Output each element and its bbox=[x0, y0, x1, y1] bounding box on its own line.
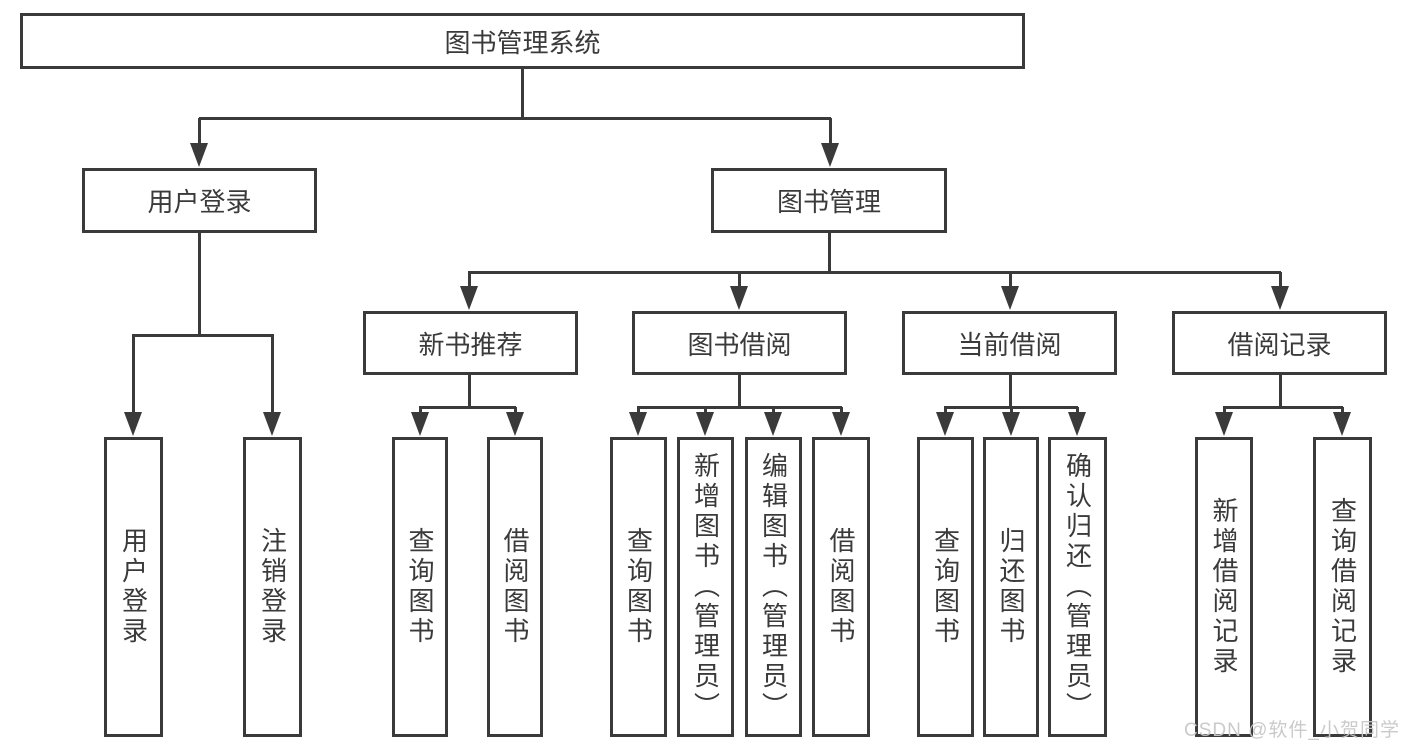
node-book-borrow-label: 图书借阅 bbox=[687, 329, 792, 360]
arrow-down-icon bbox=[1333, 412, 1351, 436]
connector-line bbox=[468, 375, 471, 409]
connector-line bbox=[1010, 407, 1013, 416]
leaf-add-borrow-record-label: 新增借阅记录 bbox=[1209, 497, 1239, 677]
arrow-down-icon bbox=[936, 412, 954, 436]
node-root: 图书管理系统 bbox=[20, 13, 1025, 69]
connector-line bbox=[271, 335, 274, 416]
csdn-watermark: CSDN @软件_小贺同学 bbox=[1184, 720, 1400, 741]
leaf-query-books-1: 查询图书 bbox=[392, 437, 448, 737]
arrow-down-icon bbox=[696, 412, 714, 436]
connector-line bbox=[738, 375, 741, 409]
arrow-down-icon bbox=[1001, 286, 1019, 310]
node-book-borrow: 图书借阅 bbox=[632, 311, 847, 375]
connector-line bbox=[419, 406, 516, 409]
arrow-down-icon bbox=[124, 412, 142, 436]
arrow-down-icon bbox=[1002, 412, 1020, 436]
node-current-borrow: 当前借阅 bbox=[902, 311, 1117, 375]
connector-line bbox=[828, 233, 831, 274]
leaf-borrow-books-2: 借阅图书 bbox=[812, 437, 870, 737]
connector-line bbox=[468, 271, 1281, 274]
leaf-borrow-books-2-label: 借阅图书 bbox=[826, 527, 856, 647]
arrow-down-icon bbox=[190, 143, 208, 167]
connector-line bbox=[944, 406, 1078, 409]
arrow-down-icon bbox=[832, 412, 850, 436]
leaf-query-books-3: 查询图书 bbox=[917, 437, 974, 737]
arrow-down-icon bbox=[764, 412, 782, 436]
leaf-add-book-admin-label: 新增图书（管理员） bbox=[690, 452, 721, 722]
leaf-user-login-label: 用户登录 bbox=[118, 527, 149, 647]
arrow-down-icon bbox=[263, 412, 281, 436]
node-user-login-label: 用户登录 bbox=[147, 187, 252, 217]
node-user-login: 用户登录 bbox=[82, 168, 317, 233]
connector-line bbox=[514, 407, 517, 416]
leaf-add-borrow-record: 新增借阅记录 bbox=[1195, 437, 1253, 737]
node-new-book-recommend: 新书推荐 bbox=[363, 311, 578, 375]
connector-line bbox=[944, 407, 947, 416]
leaf-query-borrow-record: 查询借阅记录 bbox=[1313, 437, 1372, 737]
connector-line bbox=[1076, 407, 1079, 416]
node-new-book-recommend-label: 新书推荐 bbox=[418, 329, 523, 360]
connector-line bbox=[1223, 406, 1343, 409]
leaf-query-books-2: 查询图书 bbox=[610, 437, 667, 737]
arrow-down-icon bbox=[821, 143, 839, 167]
leaf-edit-book-admin-label: 编辑图书（管理员） bbox=[758, 452, 789, 722]
connector-line bbox=[829, 118, 832, 146]
leaf-query-books-2-label: 查询图书 bbox=[623, 527, 654, 647]
leaf-query-borrow-record-label: 查询借阅记录 bbox=[1327, 497, 1358, 677]
connector-line bbox=[132, 334, 274, 337]
connector-line bbox=[198, 118, 201, 146]
leaf-add-book-admin: 新增图书（管理员） bbox=[677, 437, 734, 737]
leaf-query-books-3-label: 查询图书 bbox=[930, 527, 961, 647]
arrow-down-icon bbox=[629, 412, 647, 436]
node-current-borrow-label: 当前借阅 bbox=[957, 329, 1062, 360]
leaf-borrow-books-1: 借阅图书 bbox=[487, 437, 543, 737]
connector-line bbox=[704, 407, 707, 416]
connector-line bbox=[1341, 407, 1344, 416]
arrow-down-icon bbox=[506, 412, 524, 436]
connector-line bbox=[840, 407, 843, 416]
connector-line bbox=[468, 272, 471, 290]
connector-line bbox=[1279, 375, 1282, 409]
leaf-logout: 注销登录 bbox=[243, 437, 302, 737]
leaf-return-book-label: 归还图书 bbox=[996, 527, 1026, 647]
connector-line bbox=[1009, 272, 1012, 290]
connector-line bbox=[198, 233, 201, 337]
leaf-borrow-books-1-label: 借阅图书 bbox=[500, 527, 530, 647]
connector-line bbox=[772, 407, 775, 416]
connector-line bbox=[1009, 375, 1012, 409]
node-book-management-label: 图书管理 bbox=[776, 187, 881, 217]
connector-line bbox=[199, 117, 831, 120]
leaf-user-login: 用户登录 bbox=[104, 437, 163, 737]
node-borrow-records: 借阅记录 bbox=[1172, 311, 1387, 375]
node-root-label: 图书管理系统 bbox=[444, 27, 601, 58]
leaf-edit-book-admin: 编辑图书（管理员） bbox=[745, 437, 802, 737]
connector-line bbox=[419, 407, 422, 416]
leaf-confirm-return-admin: 确认归还（管理员） bbox=[1048, 437, 1107, 737]
connector-line bbox=[1279, 272, 1282, 290]
leaf-return-book: 归还图书 bbox=[983, 437, 1039, 737]
connector-line bbox=[1223, 407, 1226, 416]
arrow-down-icon bbox=[1215, 412, 1233, 436]
arrow-down-icon bbox=[730, 286, 748, 310]
arrow-down-icon bbox=[1271, 286, 1289, 310]
leaf-logout-label: 注销登录 bbox=[257, 527, 288, 647]
connector-line bbox=[738, 272, 741, 290]
connector-line bbox=[521, 68, 524, 118]
leaf-confirm-return-admin-label: 确认归还（管理员） bbox=[1062, 452, 1093, 722]
node-book-management: 图书管理 bbox=[711, 168, 947, 233]
connector-line bbox=[132, 335, 135, 416]
connector-line bbox=[637, 407, 640, 416]
connector-line bbox=[637, 406, 842, 409]
arrow-down-icon bbox=[411, 412, 429, 436]
leaf-query-books-1-label: 查询图书 bbox=[405, 527, 435, 647]
arrow-down-icon bbox=[1068, 412, 1086, 436]
arrow-down-icon bbox=[460, 286, 478, 310]
node-borrow-records-label: 借阅记录 bbox=[1227, 329, 1332, 360]
